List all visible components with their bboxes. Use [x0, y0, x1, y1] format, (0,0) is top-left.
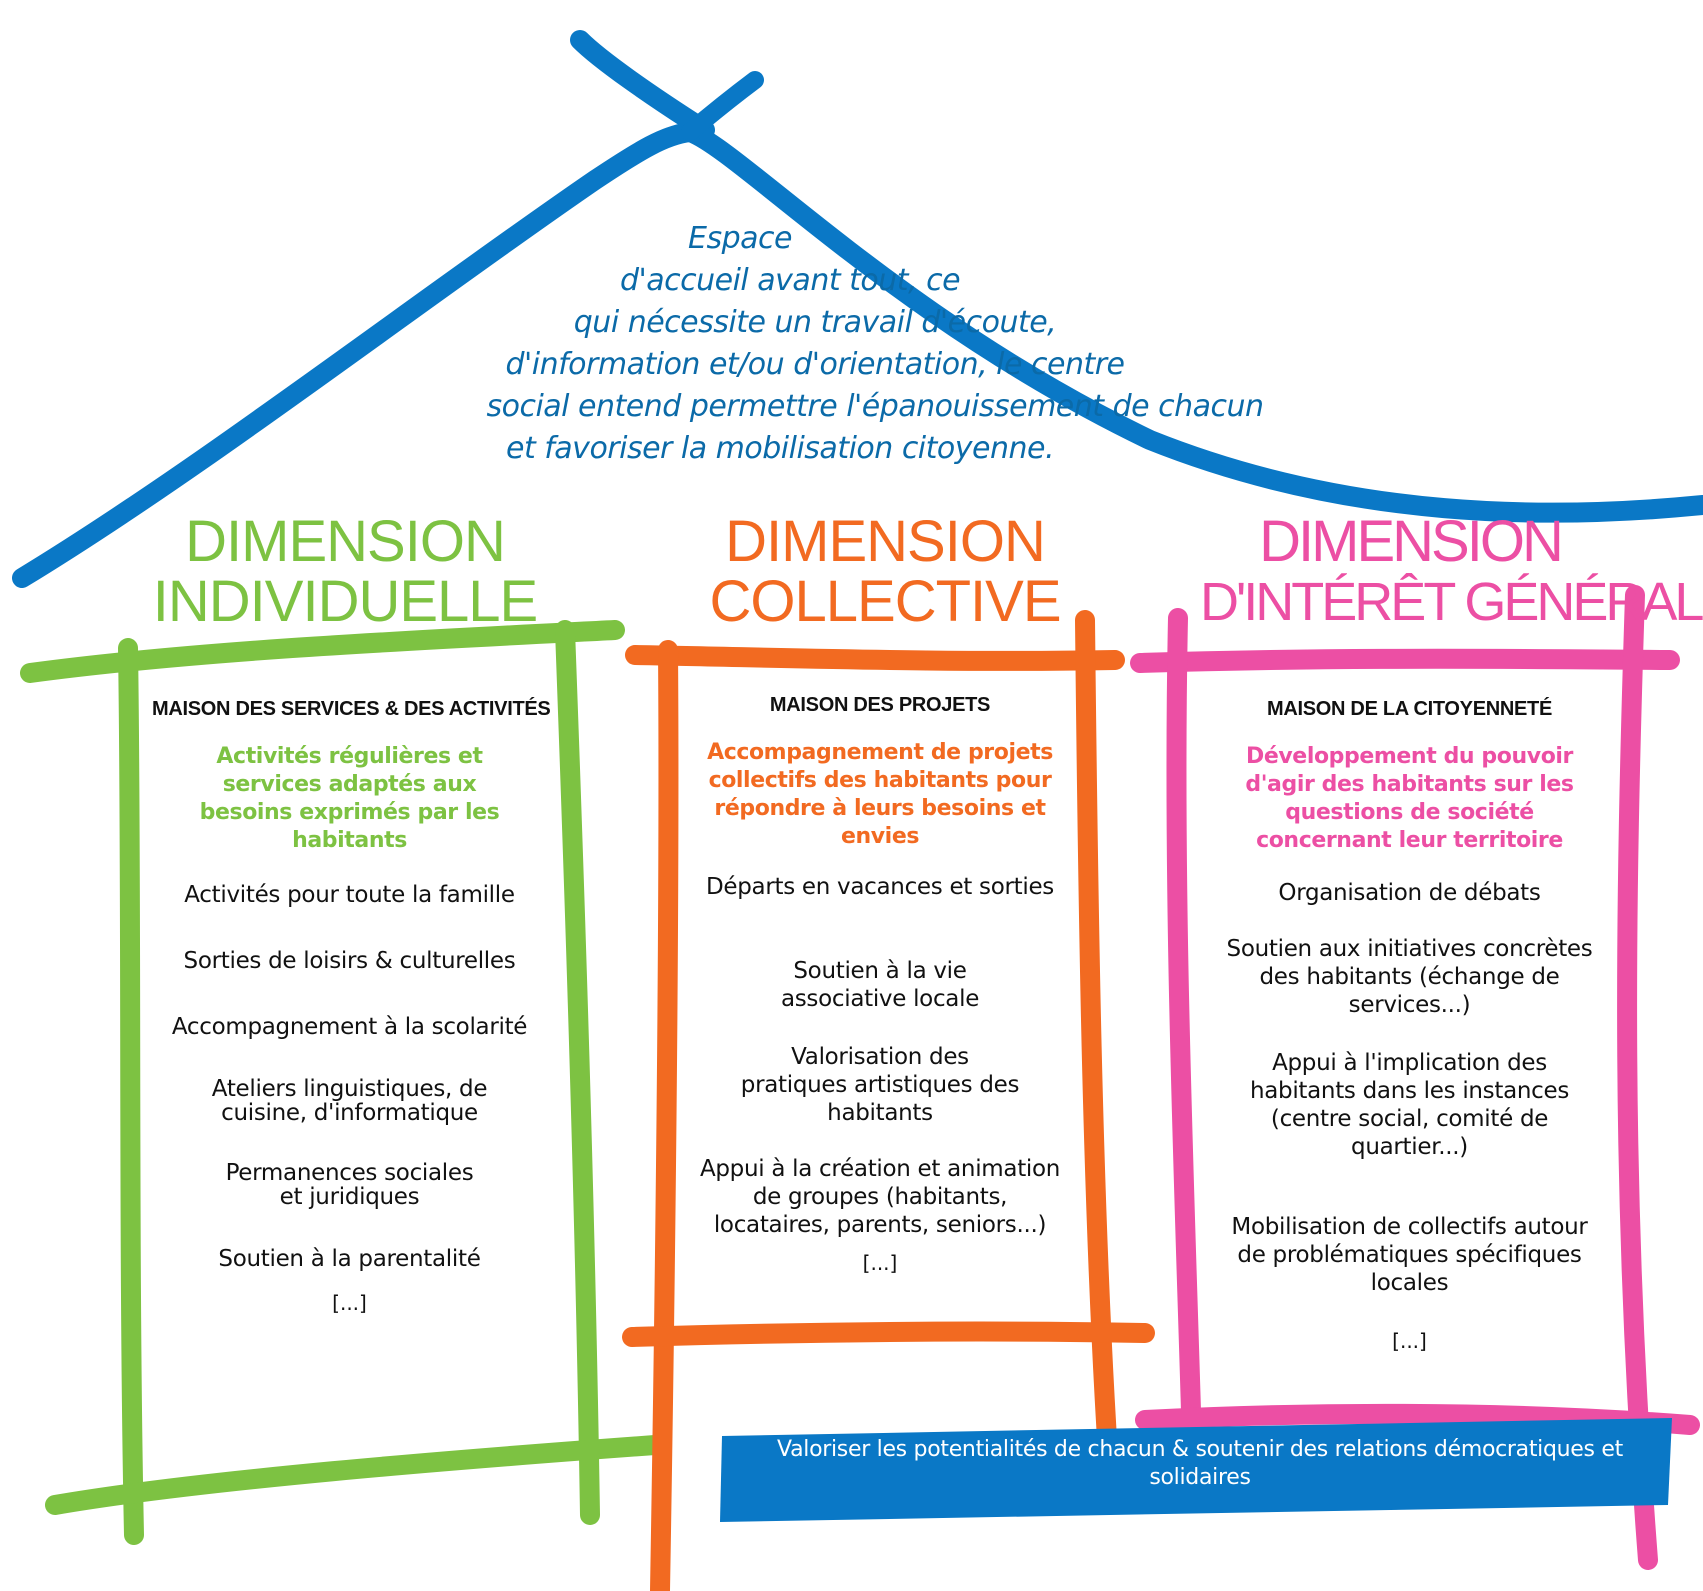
column-more: [...]: [1392, 1329, 1427, 1353]
column-item: Organisation de débats: [1278, 880, 1541, 906]
column-item: Permanences sociales et juridiques: [225, 1160, 474, 1210]
dimension-title-line: COLLECTIVE: [709, 569, 1062, 634]
column-item: Accompagnement à la scolarité: [171, 1014, 528, 1040]
column-interet-general: MAISON DE LA CITOYENNETÉ Développement d…: [1212, 698, 1607, 1353]
column-more: [...]: [862, 1251, 898, 1275]
column-item: Soutien à la vie associative locale: [780, 958, 980, 1012]
dimension-title-line: D'INTÉRÊT GÉNÉRAL: [1200, 572, 1703, 632]
column-item: Valorisation des pratiques artistiques d…: [740, 1044, 1020, 1126]
dimension-title-line: DIMENSION: [725, 509, 1046, 574]
dimension-title-interet-general: DIMENSION D'INTÉRÊT GÉNÉRAL: [1200, 509, 1703, 633]
intro-line: et favoriser la mobilisation citoyenne.: [505, 431, 1055, 466]
roof-overhang-left: [570, 30, 715, 140]
dimension-title-line: DIMENSION: [1259, 509, 1564, 574]
column-item: Activités pour toute la famille: [184, 882, 515, 908]
dimension-title-collective: DIMENSION COLLECTIVE: [695, 512, 1075, 632]
dimension-title-individuelle: DIMENSION INDIVIDUELLE: [150, 512, 540, 632]
column-subtitle: Activités régulières et services adaptés…: [199, 744, 500, 853]
column-item: Mobilisation de collectifs autour de pro…: [1231, 1214, 1588, 1296]
dimension-title-line: INDIVIDUELLE: [152, 569, 538, 634]
column-collective: MAISON DES PROJETS Accompagnement de pro…: [685, 694, 1075, 1275]
roof-line: [12, 121, 1703, 588]
house-heading: MAISON DES SERVICES & DES ACTIVITÉS: [152, 698, 551, 720]
column-item: Ateliers linguistiques, de cuisine, d'in…: [211, 1076, 488, 1126]
column-item: Soutien à la parentalité: [218, 1246, 481, 1272]
house-heading: MAISON DE LA CITOYENNETÉ: [1266, 698, 1553, 720]
column-item: Appui à la création et animation de grou…: [699, 1156, 1061, 1238]
intro-line: Espace: [688, 221, 792, 256]
column-item: Départs en vacances et sorties: [705, 874, 1054, 900]
banner-text: Valoriser les potentialités de chacun & …: [777, 1437, 1623, 1490]
green-frame: [20, 620, 665, 1545]
orange-frame: [622, 610, 1155, 1591]
intro-line: d'information et/ou d'orientation, le ce…: [505, 347, 1125, 382]
column-item: Soutien aux initiatives concrètes des ha…: [1226, 936, 1593, 1018]
intro-line: qui nécessite un travail d'écoute,: [573, 305, 1057, 340]
roof-overhang-right: [681, 71, 764, 141]
intro-text: Espace d'accueil avant tout, ce qui néce…: [330, 218, 1330, 470]
intro-line: social entend permettre l'épanouissement…: [486, 389, 1264, 424]
house-heading: MAISON DES PROJETS: [769, 694, 991, 716]
banner-shape: [720, 1418, 1672, 1522]
intro-line: d'accueil avant tout, ce: [619, 263, 961, 298]
column-item: Sorties de loisirs & culturelles: [183, 948, 516, 974]
column-item: Appui à l'implication des habitants dans…: [1249, 1050, 1570, 1160]
column-subtitle: Développement du pouvoir d'agir des habi…: [1245, 744, 1574, 853]
column-subtitle: Accompagnement de projets collectifs des…: [707, 740, 1053, 849]
column-more: [...]: [332, 1291, 367, 1315]
dimension-title-line: DIMENSION: [185, 509, 506, 574]
column-individuelle: MAISON DES SERVICES & DES ACTIVITÉS Acti…: [152, 698, 551, 1315]
